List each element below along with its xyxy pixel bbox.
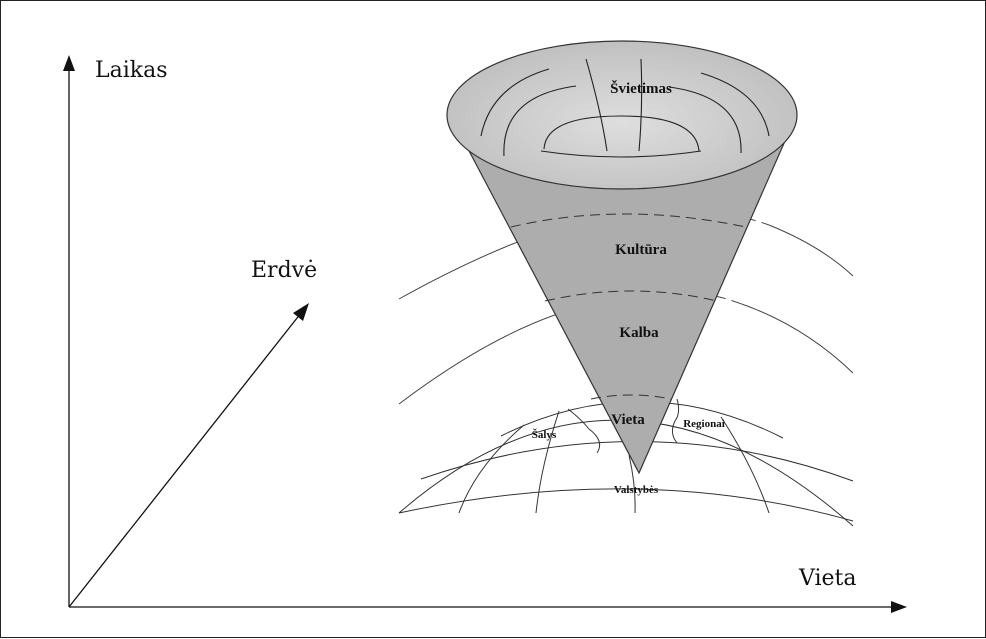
axis-label-vieta: Vieta xyxy=(798,566,857,591)
field-line xyxy=(503,85,577,157)
axis-label-erdve: Erdvė xyxy=(251,258,317,283)
diagonal-axis-line xyxy=(68,312,302,608)
arc-middle-solid-right xyxy=(732,300,854,374)
horizontal-axis-arrowhead xyxy=(891,601,907,613)
globe-meridian-1 xyxy=(458,424,525,514)
cone-layer-lines xyxy=(510,213,747,400)
cone-label-svietimas: Švietimas xyxy=(610,80,672,97)
globe-meridian-3 xyxy=(628,454,636,514)
cone-line-1 xyxy=(510,213,747,228)
globe-label-valstybes: Valstybės xyxy=(614,484,659,496)
cone-label-kultura: Kultūra xyxy=(615,242,667,258)
field-line xyxy=(585,58,608,152)
globe-label-regionai: Regionai xyxy=(683,418,725,430)
cone-line-3 xyxy=(590,394,672,400)
field-line xyxy=(638,58,643,152)
globe-boundary-regionai xyxy=(671,398,680,444)
cone-label-vieta: Vieta xyxy=(611,412,645,428)
field-line xyxy=(540,150,702,158)
field-line xyxy=(543,115,700,152)
cone-label-kalba: Kalba xyxy=(619,325,659,341)
field-line xyxy=(480,68,550,137)
axis-label-laikas: Laikas xyxy=(95,58,168,83)
globe-meridian-4 xyxy=(720,416,770,514)
field-line xyxy=(668,86,742,154)
globe-meridian-2 xyxy=(535,410,560,514)
field-line xyxy=(700,72,770,137)
vertical-axis-arrowhead xyxy=(63,55,75,71)
diagonal-axis-arrowhead xyxy=(293,303,309,321)
cone-top xyxy=(446,40,798,190)
globe-label-salys: Šalys xyxy=(532,428,557,441)
cone-line-2 xyxy=(544,290,718,302)
cone-top-field-lines xyxy=(480,58,770,158)
axes xyxy=(63,55,907,613)
globe-boundary-salys xyxy=(567,408,601,454)
arc-upper-solid-right xyxy=(768,224,854,277)
